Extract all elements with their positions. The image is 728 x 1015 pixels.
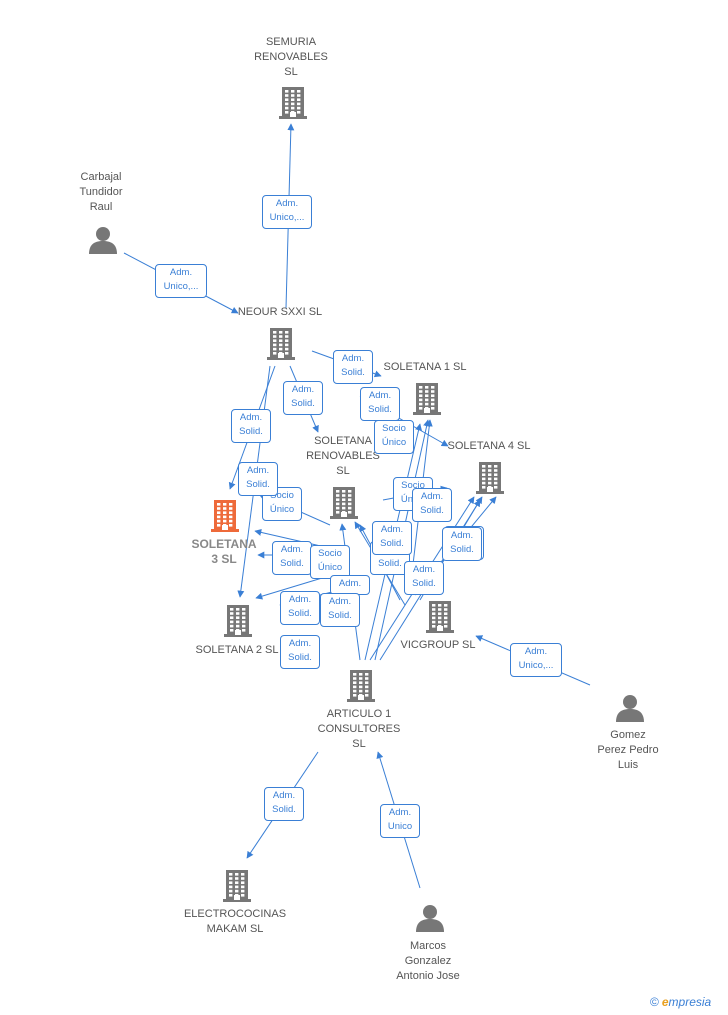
- node-label-soletana_ren[interactable]: SOLETANA RENOVABLES SL: [306, 435, 380, 477]
- edge-label[interactable]: Adm. Solid.: [442, 527, 482, 561]
- edge-label[interactable]: Socio Único: [262, 487, 302, 521]
- node-label-marcos[interactable]: Marcos Gonzalez Antonio Jose: [396, 940, 460, 982]
- edge-label[interactable]: Adm. Solid.: [231, 409, 271, 443]
- node-label-gomez[interactable]: Gomez Perez Pedro Luis: [597, 729, 659, 771]
- node-label-semuria[interactable]: SEMURIA RENOVABLES SL: [254, 36, 328, 78]
- edge-label[interactable]: Adm. Solid.: [360, 387, 400, 421]
- building-icon[interactable]: [330, 485, 358, 524]
- edge-label[interactable]: Adm. Unico,...: [262, 195, 312, 229]
- edge-label[interactable]: Adm. Solid.: [283, 381, 323, 415]
- edge-label[interactable]: Adm. Solid.: [404, 561, 444, 595]
- edge-label[interactable]: Adm. Solid.: [272, 541, 312, 575]
- person-icon[interactable]: [415, 903, 445, 938]
- edge-label[interactable]: Socio Único: [374, 420, 414, 454]
- edge-label[interactable]: Adm. Unico,...: [155, 264, 207, 298]
- node-label-soletana4[interactable]: SOLETANA 4 SL: [447, 440, 531, 452]
- edge-label[interactable]: Adm. Solid.: [238, 462, 278, 496]
- node-label-neour[interactable]: NEOUR SXXI SL: [237, 306, 323, 318]
- edge-label[interactable]: Adm. Solid.: [372, 521, 412, 555]
- brand-name: mpresia: [668, 995, 712, 1009]
- edge-label[interactable]: Adm. Unico: [380, 804, 420, 838]
- empresia-watermark: ©empresia: [650, 995, 711, 1009]
- building-icon[interactable]: [224, 603, 252, 642]
- node-label-articulo1[interactable]: ARTICULO 1 CONSULTORES SL: [317, 708, 401, 750]
- building-icon[interactable]: [347, 668, 375, 707]
- person-icon[interactable]: [615, 693, 645, 728]
- edge-label[interactable]: Adm. Solid.: [320, 593, 360, 627]
- node-label-soletana2[interactable]: SOLETANA 2 SL: [195, 644, 279, 656]
- edge-label[interactable]: Adm. Solid.: [412, 488, 452, 522]
- building-icon[interactable]: [279, 85, 307, 124]
- edge-label[interactable]: Adm. Solid.: [280, 591, 320, 625]
- building-icon[interactable]: [267, 326, 295, 365]
- person-icon[interactable]: [88, 225, 118, 260]
- node-label-soletana1[interactable]: SOLETANA 1 SL: [383, 361, 467, 373]
- edge-label[interactable]: Adm. Solid.: [333, 350, 373, 384]
- building-icon[interactable]: [476, 460, 504, 499]
- building-icon[interactable]: [413, 381, 441, 420]
- edge-label[interactable]: Adm. Solid.: [280, 635, 320, 669]
- edge-9: [254, 528, 326, 548]
- building-icon[interactable]: [223, 868, 251, 907]
- edge-label[interactable]: Adm.: [330, 575, 370, 595]
- node-label-electro[interactable]: ELECTROCOCINAS MAKAM SL: [183, 908, 287, 935]
- brand-first-letter: e: [661, 995, 669, 1009]
- edge-label[interactable]: Adm. Unico,...: [510, 643, 562, 677]
- building-icon[interactable]: [426, 599, 454, 638]
- copyright-symbol: ©: [650, 995, 659, 1009]
- node-label-carbajal[interactable]: Carbajal Tundidor Raul: [79, 171, 123, 213]
- edge-label[interactable]: Socio Único: [310, 545, 350, 579]
- node-label-vicgroup[interactable]: VICGROUP SL: [400, 639, 476, 651]
- node-label-soletana3[interactable]: SOLETANA 3 SL: [191, 537, 257, 566]
- edge-label[interactable]: Adm. Solid.: [264, 787, 304, 821]
- building-icon[interactable]: [211, 498, 239, 537]
